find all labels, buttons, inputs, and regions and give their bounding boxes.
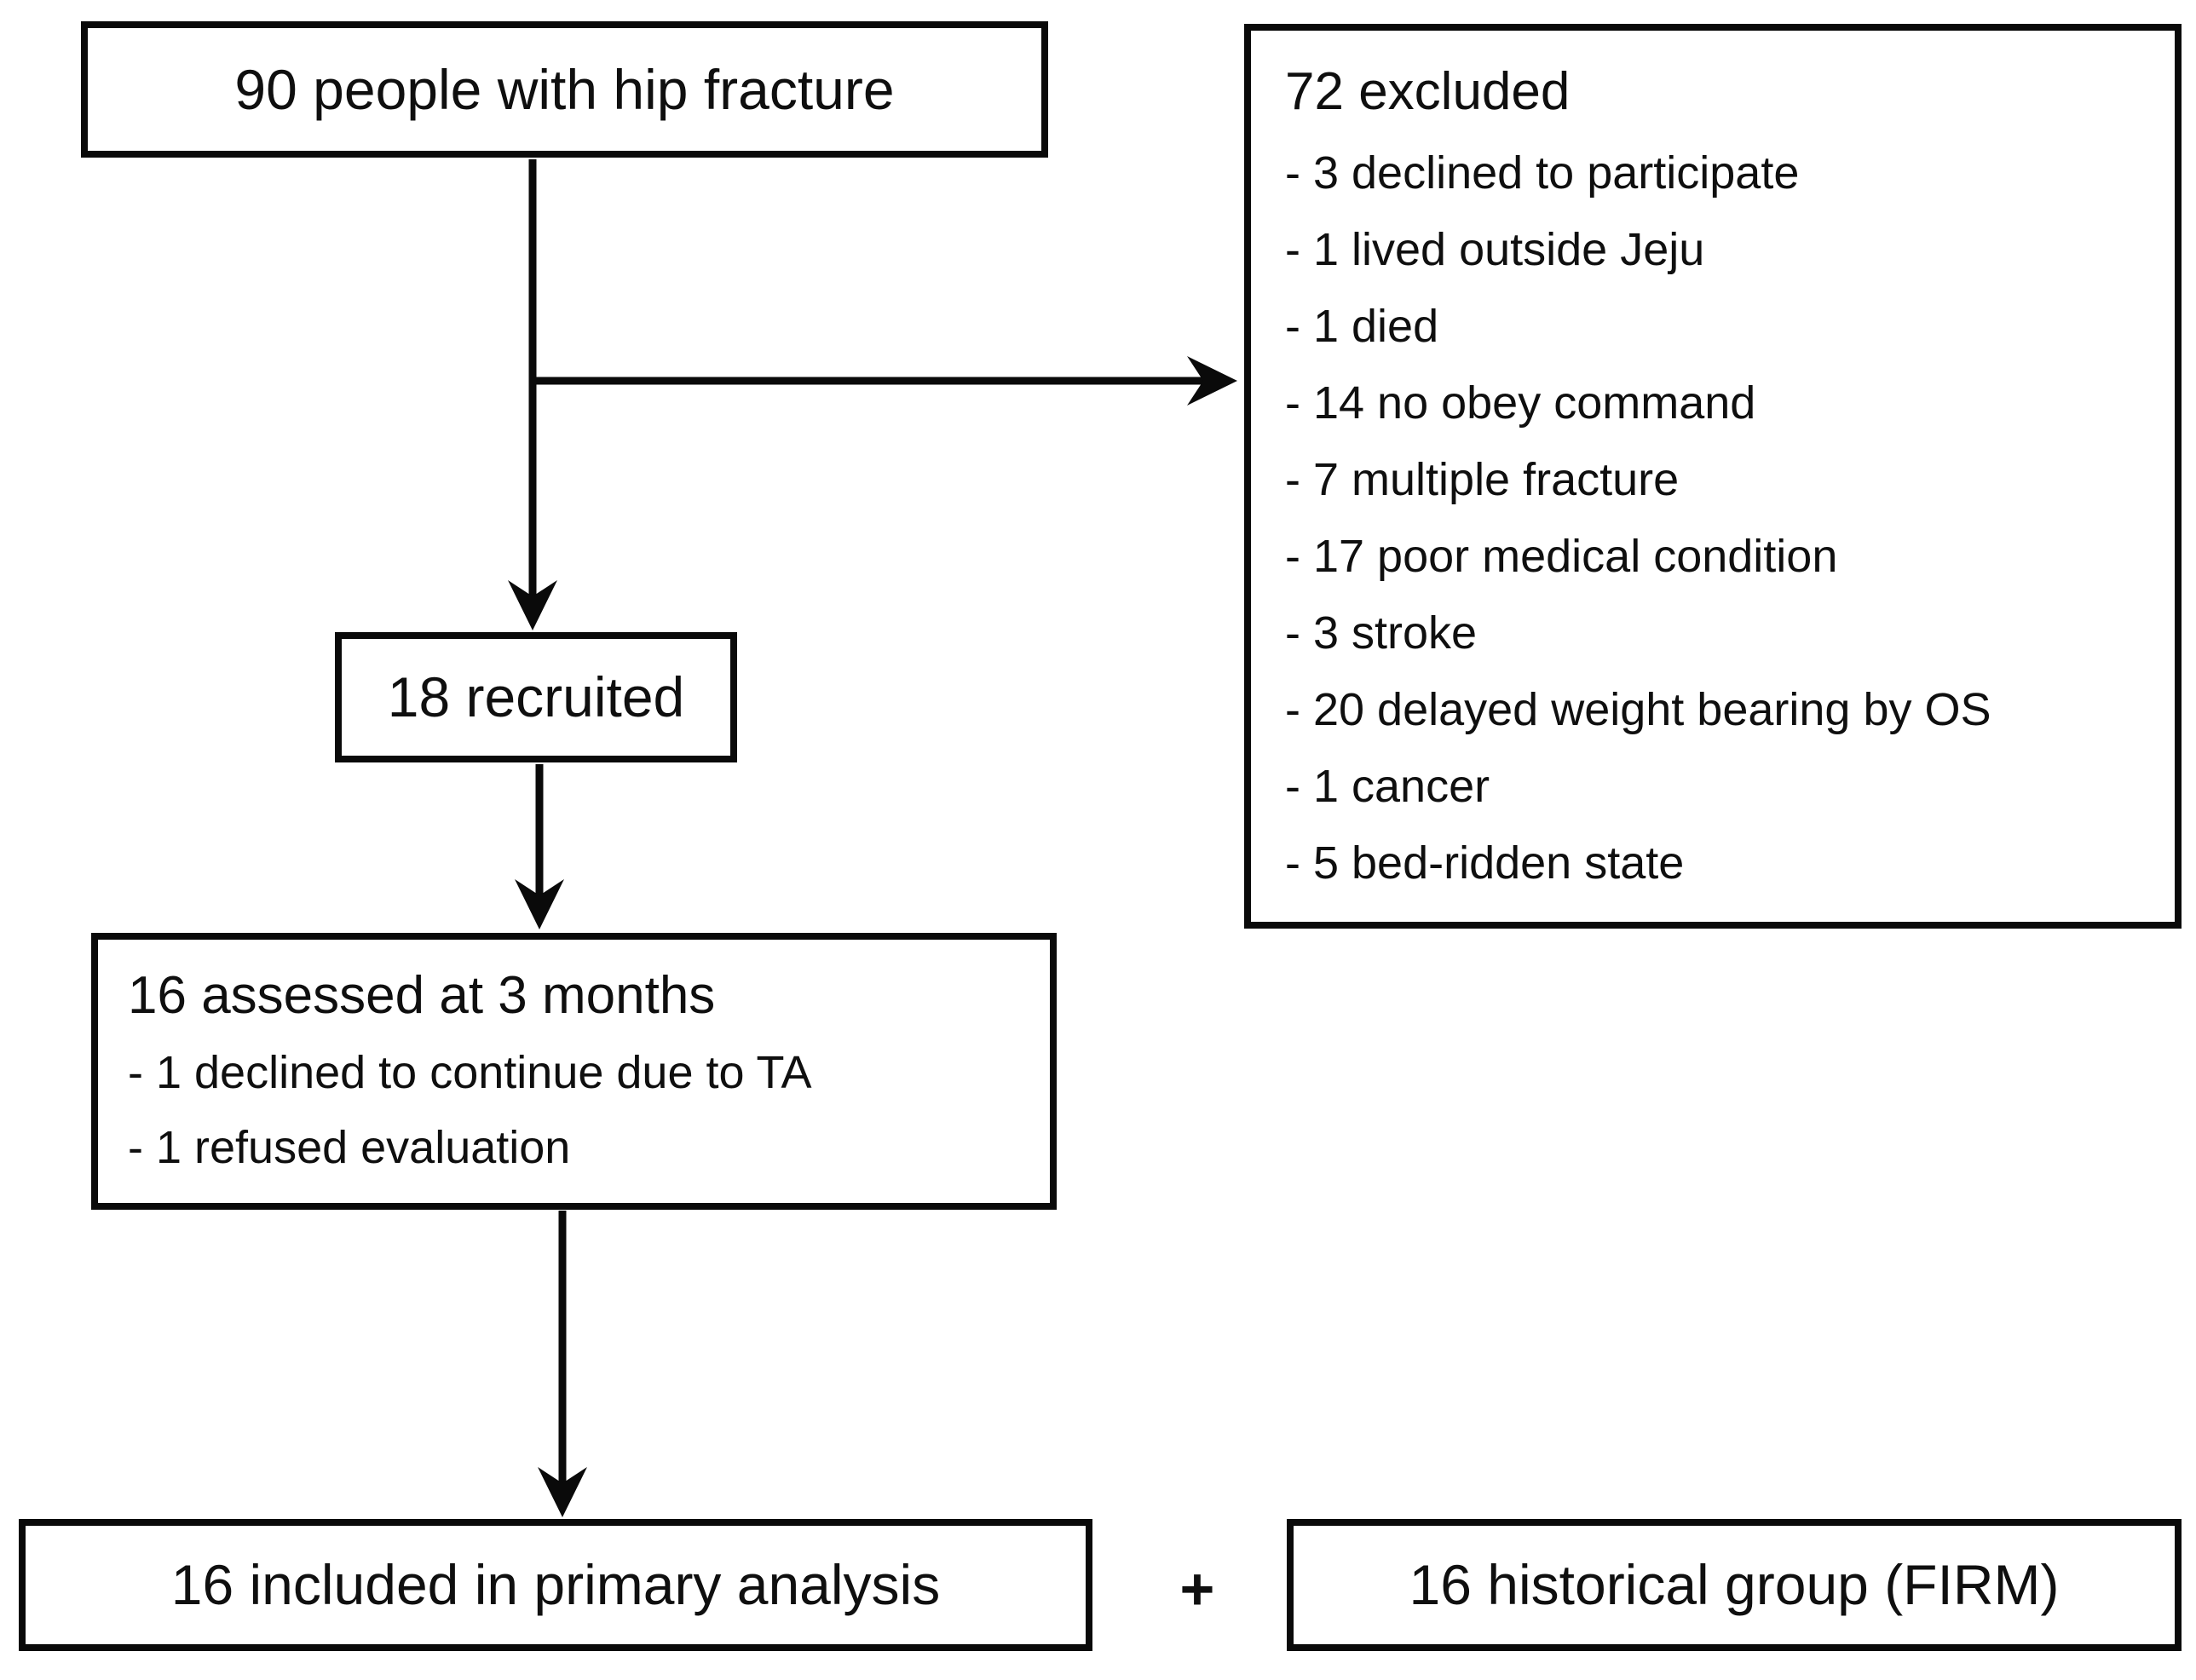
dropout-reason: - 1 refused evaluation (128, 1122, 571, 1173)
exclusion-reason: - 17 poor medical condition (1285, 531, 1838, 582)
box-recruited-label: 18 recruited (387, 665, 685, 729)
box-excluded-title: 72 excluded (1285, 62, 1571, 121)
box-initial-label: 90 people with hip fracture (234, 57, 895, 121)
dropout-reason: - 1 declined to continue due to TA (128, 1047, 812, 1098)
exclusion-reason: - 14 no obey command (1285, 377, 1756, 429)
arrow-recruited-to-assessed (515, 764, 564, 929)
exclusion-reason: - 1 lived outside Jeju (1285, 224, 1705, 275)
box-historical-group: 16 historical group (FIRM) (1287, 1519, 2182, 1651)
exclusion-reason: - 3 stroke (1285, 607, 1478, 659)
box-excluded: 72 excluded - 3 declined to participate-… (1244, 24, 2182, 929)
box-assessed-items: - 1 declined to continue due to TA - 1 re… (128, 1035, 1041, 1185)
box-historical-label: 16 historical group (FIRM) (1409, 1553, 2060, 1617)
box-primary-label: 16 included in primary analysis (170, 1553, 941, 1617)
plus-sign: + (1179, 1556, 1215, 1622)
exclusion-reason: - 7 multiple fracture (1285, 454, 1680, 505)
exclusion-reason: - 20 delayed weight bearing by OS (1285, 684, 1991, 735)
exclusion-reason: - 1 died (1285, 301, 1439, 352)
arrow-assessed-to-primary (538, 1211, 587, 1517)
box-excluded-items: - 3 declined to participate - 1 lived out… (1285, 135, 2158, 901)
exclusion-reason: - 1 cancer (1285, 761, 1490, 812)
box-assessed: 16 assessed at 3 months - 1 declined to … (91, 933, 1057, 1210)
box-recruited: 18 recruited (335, 632, 737, 762)
box-assessed-title: 16 assessed at 3 months (128, 966, 716, 1025)
exclusion-reason: - 5 bed-ridden state (1285, 837, 1685, 889)
exclusion-reason: - 3 declined to participate (1285, 147, 1800, 198)
box-initial-population: 90 people with hip fracture (81, 21, 1048, 158)
arrow-initial-to-recruited (508, 159, 557, 630)
arrow-branch-to-excluded (529, 356, 1237, 406)
box-primary-analysis: 16 included in primary analysis (19, 1519, 1092, 1651)
